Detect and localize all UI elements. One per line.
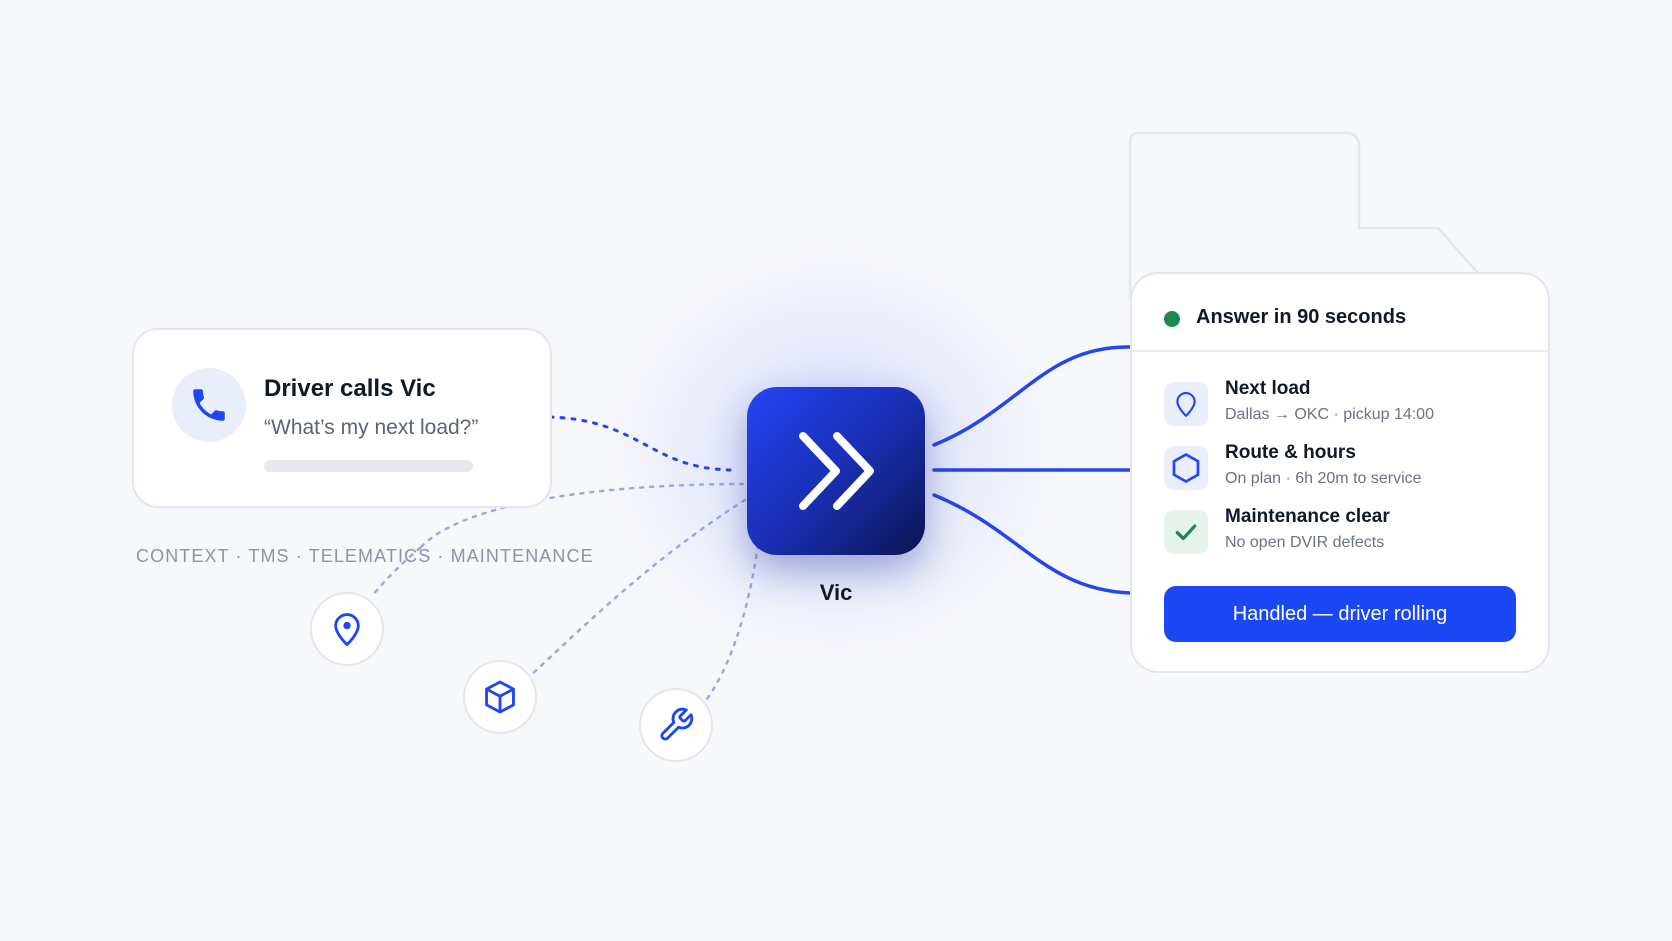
- call-title: Driver calls Vic: [264, 375, 436, 402]
- package-box-icon: [485, 680, 515, 714]
- row-subtitle: On plan · 6h 20m to service: [1225, 470, 1422, 487]
- context-node-tms: [463, 660, 537, 734]
- answer-connector-top: [932, 345, 1133, 447]
- location-pin-icon: [334, 613, 360, 646]
- double-chevron-right-icon: [799, 432, 874, 510]
- row-subtitle: No open DVIR defects: [1225, 534, 1385, 551]
- wrench-connector: [703, 543, 760, 704]
- pin-connector: [370, 546, 422, 598]
- context-connector: [418, 482, 745, 550]
- vic-app-tile: [747, 387, 925, 555]
- box-connector: [528, 498, 747, 678]
- row-title: Route & hours: [1225, 442, 1356, 463]
- context-sources-caption: CONTEXT · TMS · TELEMATICS · MAINTENANCE: [136, 546, 594, 566]
- transcript-placeholder-bar: [264, 460, 473, 472]
- context-node-location: [310, 592, 384, 666]
- answer-card: Answer in 90 seconds Next load Dallas → …: [1130, 272, 1550, 673]
- answer-row-maintenance: Maintenance clear No open DVIR defects: [1164, 506, 1524, 562]
- status-dot: [1164, 311, 1180, 327]
- row-title: Maintenance clear: [1225, 506, 1390, 527]
- handled-button[interactable]: Handled — driver rolling: [1164, 586, 1516, 642]
- vic-label: Vic: [819, 580, 853, 605]
- answer-row-route-hours: Route & hours On plan · 6h 20m to servic…: [1164, 442, 1524, 498]
- answer-row-next-load: Next load Dallas → OKC · pickup 14:00: [1164, 378, 1524, 434]
- call-connector: [548, 415, 732, 472]
- answer-title: Answer in 90 seconds: [1196, 306, 1407, 328]
- checkmark-icon: [1164, 510, 1208, 554]
- call-quote: “What’s my next load?”: [264, 416, 479, 439]
- answer-header: Answer in 90 seconds: [1132, 274, 1548, 352]
- hexagon-icon: [1164, 446, 1208, 490]
- phone-icon: [172, 368, 246, 442]
- context-node-maintenance: [639, 688, 713, 762]
- location-pin-icon: [1164, 382, 1208, 426]
- row-title: Next load: [1225, 378, 1311, 399]
- row-subtitle: Dallas → OKC · pickup 14:00: [1225, 406, 1434, 423]
- answer-connector-bottom: [932, 493, 1133, 595]
- driver-call-card: Driver calls Vic “What’s my next load?”: [132, 328, 552, 508]
- wrench-icon: [660, 707, 694, 741]
